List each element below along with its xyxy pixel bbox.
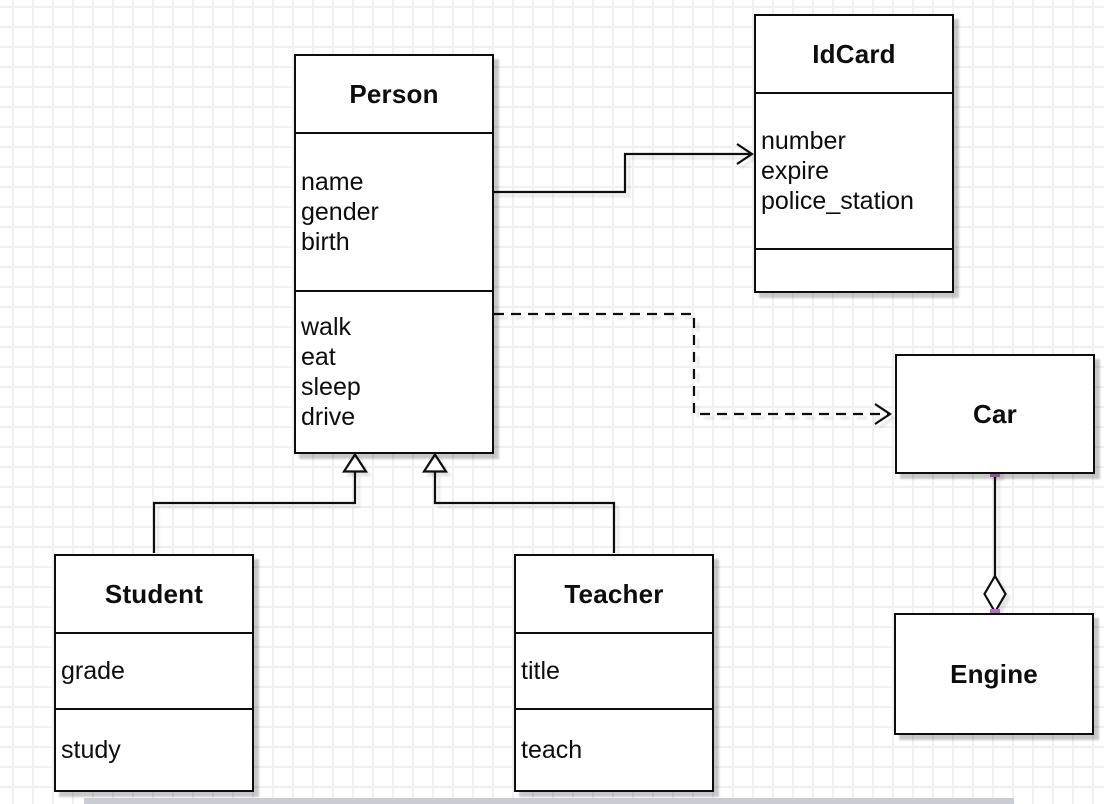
class-title: Engine — [950, 658, 1038, 689]
method-label: teach — [521, 736, 583, 764]
methods-section: teach — [516, 708, 712, 790]
class-title: Teacher — [564, 578, 664, 609]
open-arrowhead — [736, 143, 754, 165]
open-arrowhead — [874, 403, 892, 425]
method-label: study — [61, 736, 121, 764]
attribute-label: birth — [301, 228, 350, 256]
hollow-triangle-arrowhead — [341, 452, 369, 473]
uml-class-engine[interactable]: Engine — [894, 613, 1094, 735]
hollow-triangle-arrowhead — [421, 452, 449, 473]
uml-class-teacher[interactable]: Teacher title teach — [514, 554, 714, 792]
generalization-student-person[interactable] — [152, 452, 369, 554]
canvas-edge-shadow — [84, 798, 1014, 804]
method-label: walk — [301, 313, 352, 341]
class-title: Car — [973, 398, 1017, 429]
aggregation-car-engine[interactable] — [983, 467, 1007, 619]
method-label: eat — [301, 343, 336, 371]
uml-class-idcard[interactable]: IdCard number expire police_station — [754, 14, 954, 293]
uml-class-car[interactable]: Car — [895, 354, 1095, 474]
attribute-label: expire — [761, 157, 830, 185]
dependency-person-car[interactable] — [494, 312, 892, 425]
class-title: IdCard — [812, 38, 896, 69]
methods-section: study — [56, 708, 252, 790]
attribute-label: name — [301, 168, 364, 196]
attribute-label: grade — [61, 657, 125, 685]
hollow-diamond-arrowhead — [983, 573, 1007, 615]
method-label: drive — [301, 403, 356, 431]
attributes-section: number expire police_station — [756, 92, 952, 248]
attributes-section: name gender birth — [296, 132, 492, 290]
attribute-label: police_station — [761, 187, 914, 215]
class-title: Student — [104, 578, 204, 609]
attribute-label: title — [521, 657, 560, 685]
method-label: sleep — [301, 373, 361, 401]
association-person-idcard[interactable] — [494, 143, 754, 194]
attributes-section: grade — [56, 632, 252, 708]
attribute-label: number — [761, 127, 846, 155]
methods-section-empty — [756, 248, 952, 291]
uml-class-student[interactable]: Student grade study — [54, 554, 254, 792]
uml-class-person[interactable]: Person name gender birth walk eat sleep … — [294, 54, 494, 454]
class-title: Person — [349, 78, 439, 109]
attribute-label: gender — [301, 198, 379, 226]
generalization-teacher-person[interactable] — [421, 452, 616, 554]
methods-section: walk eat sleep drive — [296, 290, 492, 452]
attributes-section: title — [516, 632, 712, 708]
